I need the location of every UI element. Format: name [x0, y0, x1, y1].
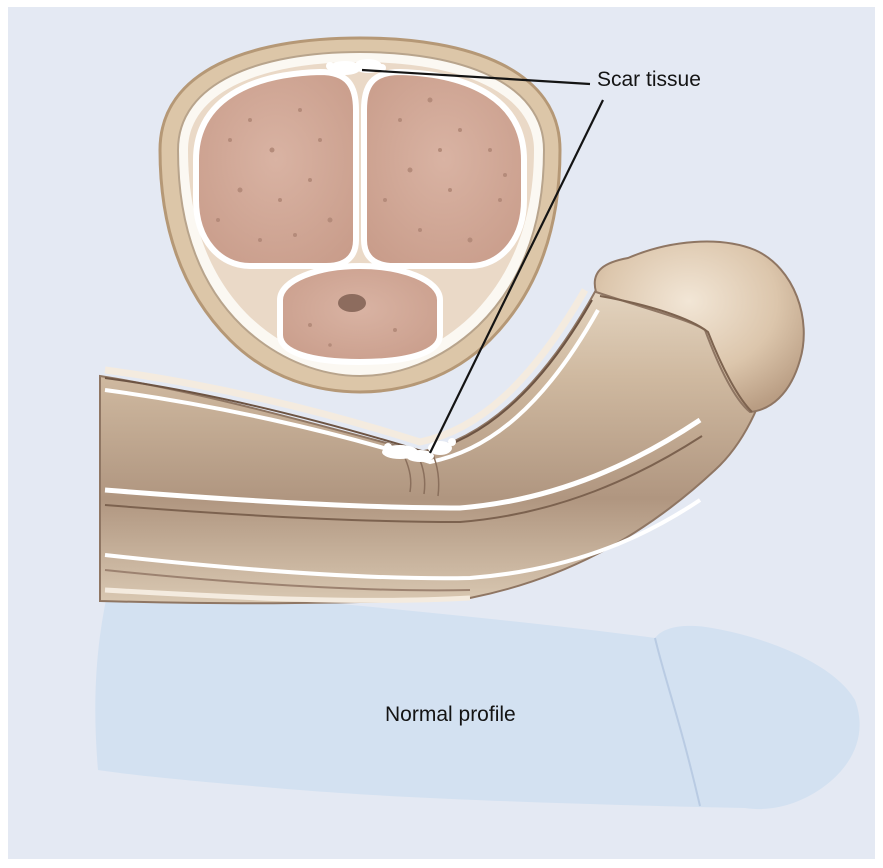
scar-tissue-label: Scar tissue: [597, 68, 701, 92]
urethra: [338, 294, 366, 312]
normal-profile-label: Normal profile: [385, 703, 516, 727]
corpus-cavernosum-right: [364, 72, 524, 266]
corpus-spongiosum: [280, 266, 440, 362]
corpus-cavernosum-left: [196, 72, 356, 266]
